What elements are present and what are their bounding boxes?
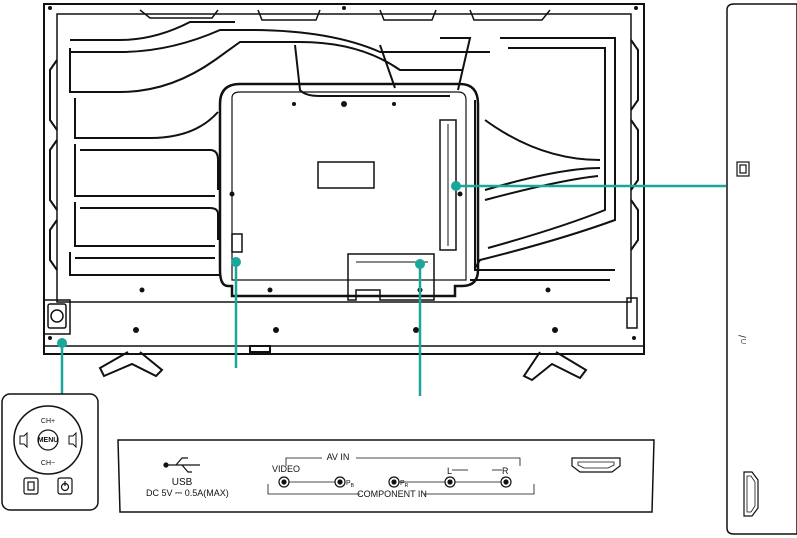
usb-rating: DC 5V ⎓ 0.5A(MAX) — [146, 488, 229, 498]
tv-stands — [100, 346, 586, 380]
ch-down-label: CH− — [41, 460, 55, 467]
usb-label: USB — [172, 477, 193, 488]
control-panel: CH+ MENU CH− — [2, 394, 98, 510]
usb-icon — [164, 458, 200, 472]
bottom-connector-panel: USB DC 5V ⎓ 0.5A(MAX) AV IN VIDEO L R PB… — [118, 440, 654, 512]
ci-slot-icon — [737, 162, 749, 176]
audio-l-label: L — [447, 466, 452, 476]
video-label: VIDEO — [272, 464, 300, 474]
hdmi-port-icon — [572, 458, 620, 472]
volume-up-icon — [69, 433, 76, 447]
input-source-icon — [24, 478, 38, 494]
av-jacks — [279, 477, 511, 487]
tv-back-panel — [44, 4, 644, 354]
headphone-label: ∩/ — [738, 335, 749, 345]
menu-label: MENU — [38, 437, 59, 444]
top-tabs — [140, 10, 550, 20]
pr-label: PR — [400, 480, 409, 489]
component-in-label: COMPONENT IN — [357, 489, 427, 499]
panel-ribs — [50, 22, 638, 280]
power-inlet — [44, 300, 70, 334]
volume-down-icon — [20, 433, 27, 447]
hdmi-port-icon — [744, 472, 758, 516]
av-in-label: AV IN — [327, 452, 350, 462]
power-icon — [58, 478, 72, 494]
audio-r-label: R — [502, 466, 509, 476]
callout-dots — [57, 181, 461, 348]
center-cover — [220, 84, 478, 300]
side-connector-panel: ∩/ — [727, 4, 797, 534]
callout-lines — [62, 186, 726, 396]
ch-up-label: CH+ — [41, 418, 55, 425]
pb-label: PB — [346, 480, 355, 489]
headphone-icon: ∩/ — [738, 335, 749, 345]
